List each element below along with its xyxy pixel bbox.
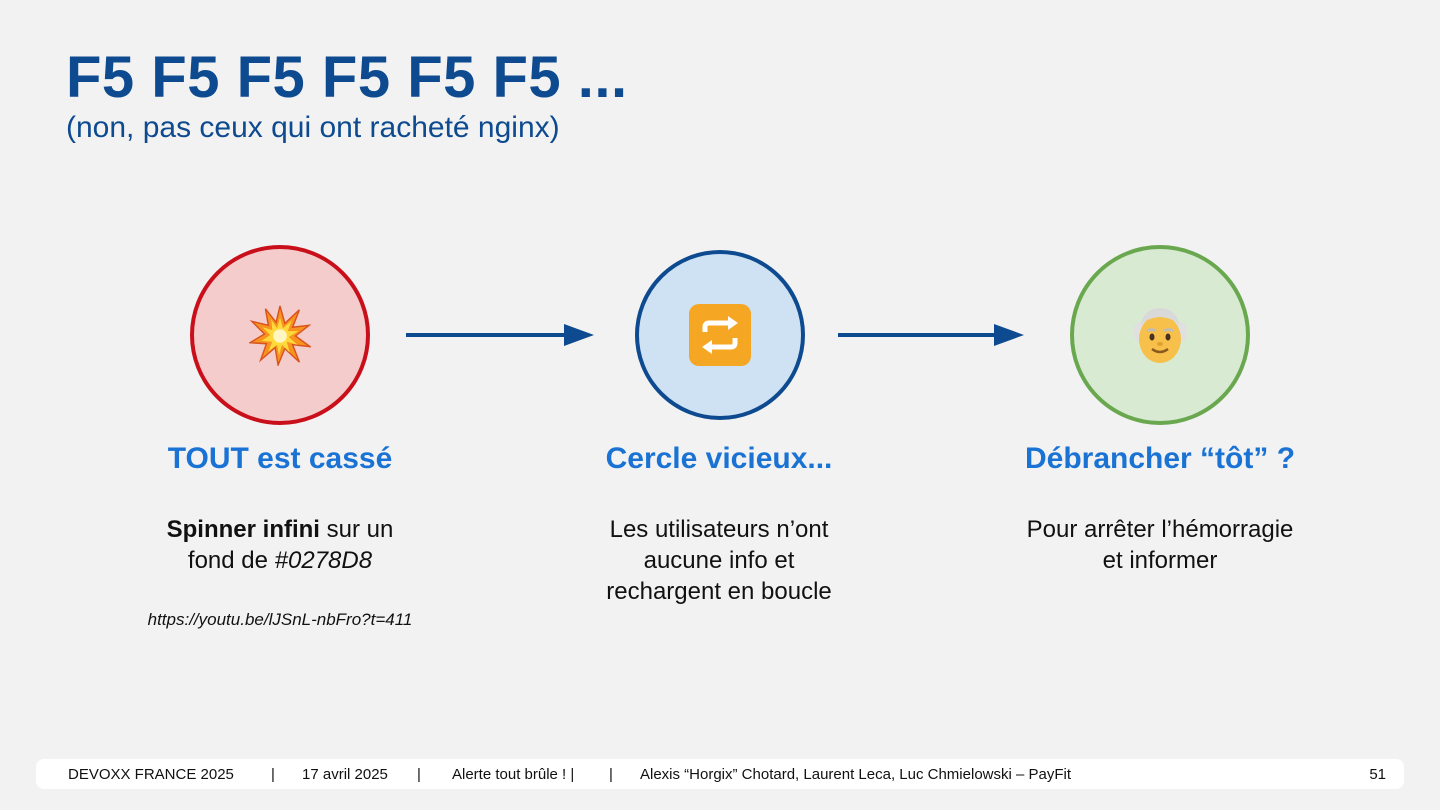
step-3-line: et informer bbox=[1102, 547, 1218, 574]
footer-talk: Alerte tout brûle ! | bbox=[452, 766, 575, 783]
slide-footer: DEVOXX FRANCE 2025 | 17 avril 2025 | Ale… bbox=[36, 759, 1404, 789]
old-man-icon bbox=[1133, 308, 1187, 363]
color-code: #0278D8 bbox=[274, 547, 373, 574]
slide-title: F5 F5 F5 F5 F5 F5 ... bbox=[66, 45, 628, 110]
step-1-circle bbox=[190, 245, 370, 425]
page-number: 51 bbox=[1369, 766, 1386, 783]
arrow-right-icon bbox=[838, 324, 1024, 346]
arrow-right-icon bbox=[406, 324, 594, 346]
footer-event: DEVOXX FRANCE 2025 bbox=[68, 766, 234, 783]
slide-subtitle: (non, pas ceux qui ont racheté nginx) bbox=[66, 111, 560, 144]
youtube-link[interactable]: https://youtu.be/lJSnL-nbFro?t=411 bbox=[147, 610, 413, 629]
step-1-text: sur un bbox=[319, 516, 394, 543]
step-1-bold-text: Spinner infini bbox=[166, 516, 320, 543]
step-2-line: aucune info et bbox=[643, 547, 795, 574]
step-2-line: rechargent en boucle bbox=[606, 578, 832, 605]
step-2-body: Les utilisateurs n’ont aucune info et re… bbox=[519, 514, 919, 607]
step-3-heading: Débrancher “tôt” ? bbox=[1024, 442, 1296, 475]
step-2-circle bbox=[635, 250, 805, 420]
step-1-body: Spinner infini sur un fond de #0278D8 bbox=[80, 514, 480, 576]
step-2-line: Les utilisateurs n’ont bbox=[609, 516, 829, 543]
footer-date: 17 avril 2025 bbox=[302, 766, 388, 783]
step-1-text-line2: fond de bbox=[187, 547, 275, 574]
step-3-body: Pour arrêter l’hémorragie et informer bbox=[960, 514, 1360, 576]
step-2-heading: Cercle vicieux... bbox=[605, 442, 833, 475]
footer-separator: | bbox=[271, 766, 275, 783]
footer-separator: | bbox=[609, 766, 613, 783]
explosion-icon bbox=[249, 305, 311, 366]
step-3-line: Pour arrêter l’hémorragie bbox=[1026, 516, 1294, 543]
step-3-circle bbox=[1070, 245, 1250, 425]
step-1-heading: TOUT est cassé bbox=[167, 442, 393, 475]
repeat-icon bbox=[689, 304, 751, 366]
footer-separator: | bbox=[417, 766, 421, 783]
footer-authors: Alexis “Horgix” Chotard, Laurent Leca, L… bbox=[640, 766, 1072, 783]
